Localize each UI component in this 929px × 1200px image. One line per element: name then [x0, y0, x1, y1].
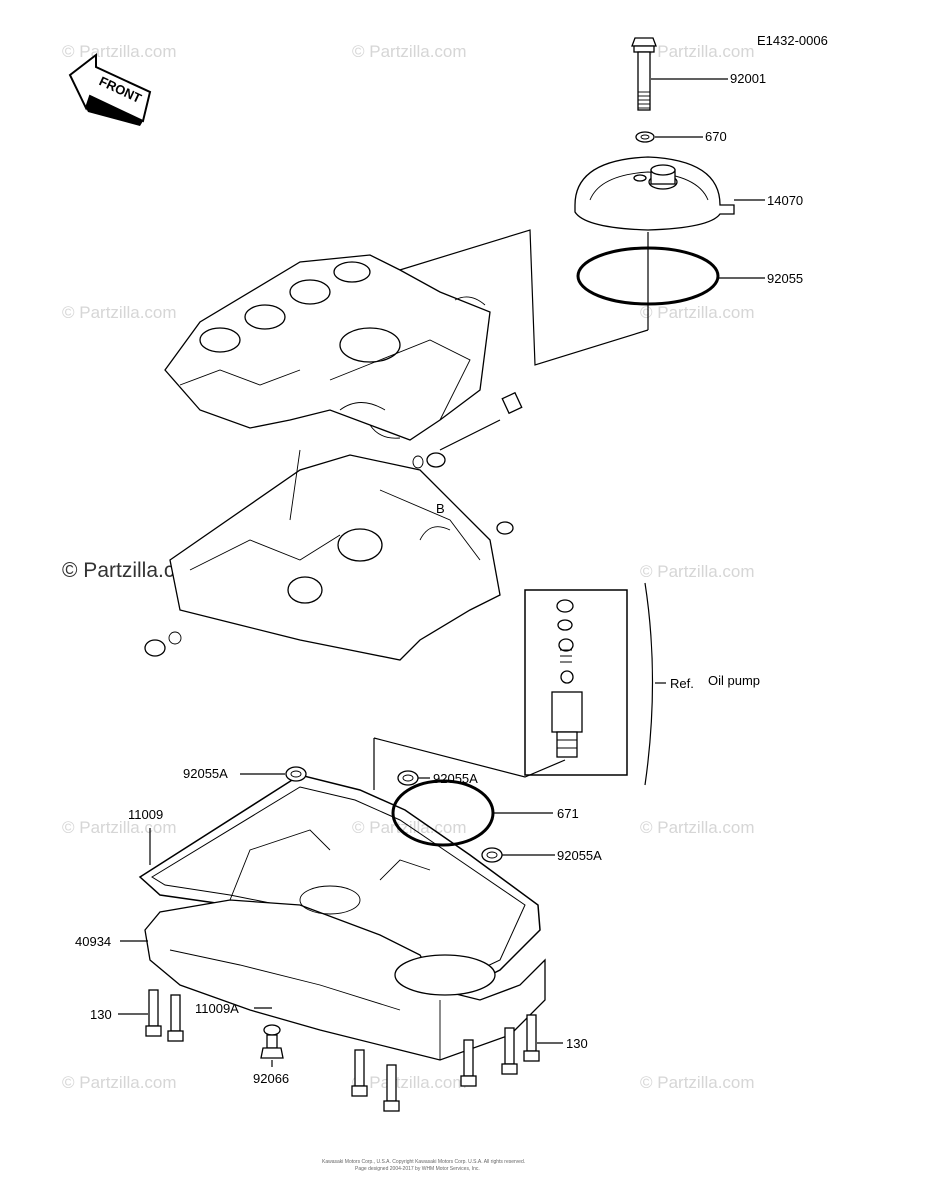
seal-92055a: [481, 847, 503, 863]
bolt-92001: [631, 37, 657, 111]
callout-11009: 11009: [128, 807, 163, 822]
watermark: © Partzilla.com: [62, 818, 177, 837]
callout-11009a: 11009A: [195, 1001, 239, 1016]
ref-label: Ref.: [670, 676, 694, 691]
pressure-switch: [412, 391, 523, 469]
seal-92055a: [285, 766, 307, 782]
callout-130-left: 130: [90, 1007, 112, 1022]
callout-92055a-2: 92055A: [433, 771, 478, 786]
front-arrow-icon: FRONT: [68, 52, 152, 126]
lower-crankcase: [144, 449, 514, 661]
callout-671: 671: [557, 806, 579, 821]
callout-92066: 92066: [253, 1071, 289, 1086]
callout-92055a-1: 92055A: [183, 766, 228, 781]
drain-bolt-92066: [260, 1024, 284, 1059]
upper-crankcase: [164, 254, 491, 441]
callout-b: B: [436, 501, 445, 516]
watermark: © Partzilla.com: [640, 42, 755, 61]
callout-92001: 92001: [730, 71, 766, 86]
callout-14070: 14070: [767, 193, 803, 208]
seal-92055a: [397, 770, 419, 786]
watermark: © Partzilla.com: [352, 818, 467, 837]
watermark: © Partzilla.com: [352, 42, 467, 61]
footer-design: Page designed 2004-2017 by WHM Motor Ser…: [355, 1166, 480, 1172]
ref-part-label: Oil pump: [708, 673, 760, 688]
watermark: © Partzilla.com: [640, 818, 755, 837]
watermark: © Partzilla.com: [62, 559, 204, 582]
oil-pump-box: [524, 589, 628, 776]
watermark: © Partzilla.com: [62, 42, 177, 61]
callout-40934: 40934: [75, 934, 111, 949]
oil-pan-40934: [144, 829, 546, 1061]
diagram-code: E1432-0006: [757, 33, 828, 48]
callout-92055a-3: 92055A: [557, 848, 602, 863]
watermark: © Partzilla.com: [352, 1073, 467, 1092]
callout-130-right: 130: [566, 1036, 588, 1051]
watermark: © Partzilla.com: [62, 1073, 177, 1092]
callout-92055: 92055: [767, 271, 803, 286]
watermark: © Partzilla.com: [640, 562, 755, 581]
footer-copyright: Kawasaki Motors Corp., U.S.A. Copyright …: [322, 1159, 525, 1165]
watermark: © Partzilla.com: [640, 303, 755, 322]
watermark: © Partzilla.com: [62, 303, 177, 322]
watermark: © Partzilla.com: [640, 1073, 755, 1092]
bolts-130: [145, 989, 540, 1112]
cover-14070: [574, 156, 735, 231]
callout-670: 670: [705, 129, 727, 144]
washer-670: [635, 131, 655, 143]
